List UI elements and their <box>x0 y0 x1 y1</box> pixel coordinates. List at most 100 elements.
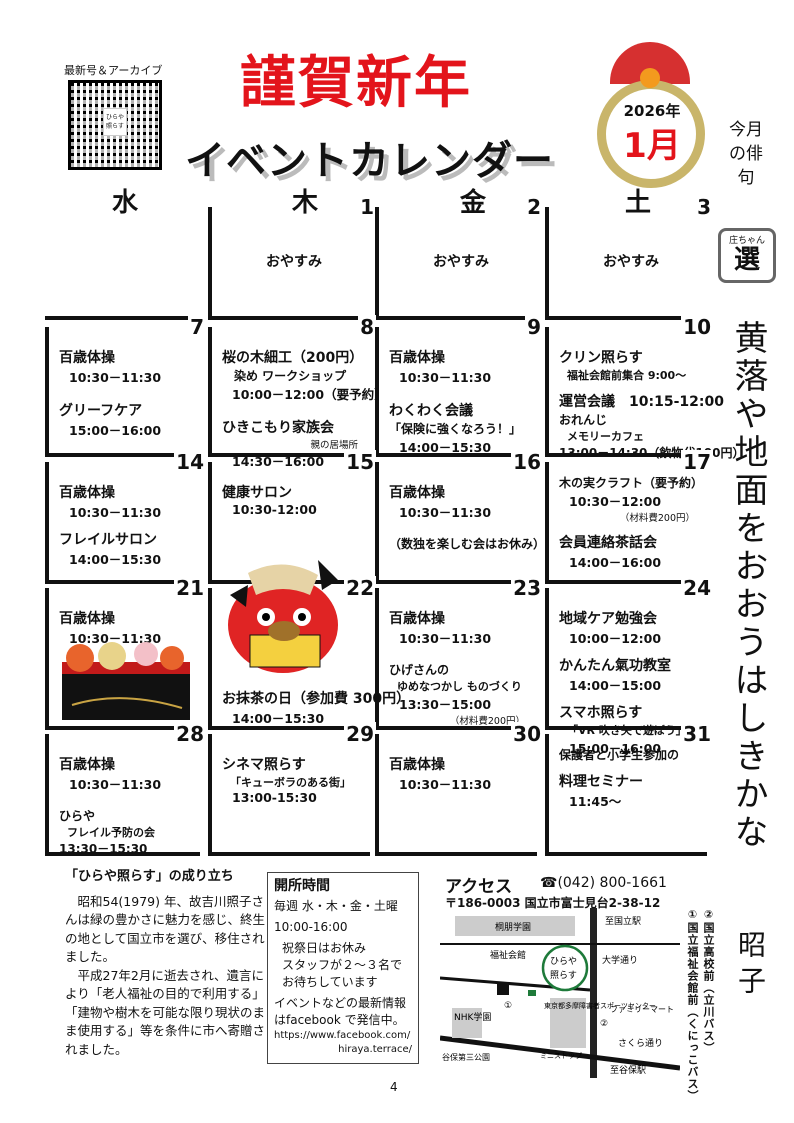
map-label: 至国立駅 <box>605 915 641 927</box>
new-year-title: 謹賀新年 <box>240 50 472 116</box>
event-line: おやすみ <box>433 254 489 270</box>
weekday-fri: 金 <box>460 188 487 218</box>
event-line: （数独を楽しむ会はお休み） <box>389 537 546 551</box>
event-line: 運営会議 10:15-12:00 <box>559 394 724 410</box>
event-line: 10:00－12:00 <box>569 631 662 646</box>
event-line: フレイルサロン <box>59 532 157 548</box>
weekday-thu: 木 <box>292 188 319 218</box>
day-number: 24 <box>681 576 713 600</box>
map-label: ミニストップ <box>540 1052 582 1060</box>
event-line: 10:30－11:30 <box>399 505 492 520</box>
event-line: 15:00－16:00 <box>569 741 662 756</box>
map-label: 大学通り <box>602 954 638 966</box>
event-line: 14:00－16:00 <box>569 555 662 570</box>
selector-label: 選 <box>733 245 760 275</box>
event-line: 健康サロン <box>222 485 292 501</box>
weekday-wed: 水 <box>112 188 139 218</box>
day-number: 21 <box>174 576 206 600</box>
map-label: 谷保第三公園 <box>442 1052 490 1062</box>
event-line: グリーフケア <box>59 403 143 419</box>
event-line: 11:45～ <box>569 794 622 809</box>
event-line: 「VR 吹き矢で遊ぼう」 <box>567 724 687 737</box>
bus-stop-2: ② <box>600 1019 608 1029</box>
event-line: 13:30－15:00 <box>399 697 492 712</box>
bus-stop-label: ②国立高校前（立川バス） <box>702 908 715 1054</box>
orange-icon <box>640 68 660 88</box>
osechi-box-illustration <box>62 642 190 720</box>
day-number: 9 <box>525 315 543 339</box>
event-line: 百歳体操 <box>389 350 445 366</box>
access-map: 桐朋学園 至国立駅 福祉会館 ひらや照らす 大学通り NHK学園 東京都多摩障害… <box>440 908 680 1078</box>
event-line: 13:30－15:30 <box>59 842 148 856</box>
day-number: 15 <box>344 450 376 474</box>
event-line: わくわく会議 <box>389 403 473 419</box>
event-line: 14:00－15:30 <box>232 711 325 726</box>
event-line: 料理セミナー <box>559 774 643 790</box>
event-line: 「キューボラのある街」 <box>230 776 351 789</box>
event-line: ひきこもり家族会 <box>222 420 334 436</box>
qr-logo: ひらや照らす <box>103 108 127 136</box>
opening-hours-box: 開所時間 毎週 水・木・金・土曜 10:00-16:00 祝祭日はお休み スタッ… <box>267 872 419 1064</box>
event-line: ひらや <box>59 809 96 823</box>
map-label: 福祉会館 <box>490 949 526 961</box>
calendar-day-cell: 7 百歳体操 10:30－11:30 グリーフケア 15:00－16:00 <box>45 315 206 457</box>
lion-dance-shishimai-illustration <box>228 560 338 673</box>
event-line: 14:30－16:00 <box>232 454 325 469</box>
day-number: 7 <box>188 315 206 339</box>
event-line: 10:30－11:30 <box>69 505 162 520</box>
map-label: ファミリーマート <box>610 1005 674 1014</box>
event-line: 10:30－11:30 <box>399 631 492 646</box>
calendar-title: イベントカレンダー <box>185 138 554 184</box>
event-line: 百歳体操 <box>389 485 445 501</box>
event-line: 百歳体操 <box>389 757 445 773</box>
facebook-link-cont[interactable]: hiraya.terrace/ <box>338 1044 412 1055</box>
day-number: 2 <box>525 195 543 219</box>
divider <box>45 316 195 320</box>
bus-stop-label: ①国立福祉会館前（くにっこバス） <box>686 908 699 1102</box>
facebook-link[interactable]: https://www.facebook.com/ <box>274 1030 411 1041</box>
calendar-day-cell: 14 百歳体操 10:30－11:30 フレイルサロン 14:00－15:30 <box>45 450 206 584</box>
event-line: 10:30－11:30 <box>399 370 492 385</box>
event-line: 15:00－16:00 <box>69 423 162 438</box>
event-line: お抹茶の日（参加費 300円） <box>222 691 411 707</box>
hours-note: スタッフが２～３名で <box>282 958 403 972</box>
event-line: 14:00－15:30 <box>69 552 162 567</box>
event-line: （材料費200円） <box>449 716 525 727</box>
event-line: 百歳体操 <box>59 350 115 366</box>
event-line: 13:00-15:30 <box>232 790 317 805</box>
event-line: 10:30－11:30 <box>399 777 492 792</box>
map-label: さくら通り <box>618 1038 663 1049</box>
event-line: スマホ照らす <box>559 705 643 721</box>
event-line: 親の居場所 <box>310 440 358 451</box>
event-line: 百歳体操 <box>389 611 445 627</box>
event-line: 10:30－11:30 <box>69 370 162 385</box>
year: 2026年 <box>623 102 681 120</box>
history-paragraph: 平成27年2月に逝去され、遺言により「老人福祉の目的で利用する」「建物や樹木を可… <box>65 967 266 1057</box>
event-line: 百歳体操 <box>59 485 115 501</box>
event-line: 福祉会館前集合 9:00～ <box>567 369 687 382</box>
day-number: 10 <box>681 315 713 339</box>
map-label: 東京都多摩障害者スポーツセンター <box>544 1001 656 1010</box>
day-number: 31 <box>681 722 713 746</box>
event-line: 地域ケア勉強会 <box>559 611 657 627</box>
day-number: 28 <box>174 722 206 746</box>
day-number: 14 <box>174 450 206 474</box>
day-number: 3 <box>695 195 713 219</box>
hours-note: お待ちしています <box>282 975 378 989</box>
day-number: 22 <box>344 576 376 600</box>
event-line: 「保険に強くなろう！」 <box>389 422 522 436</box>
selector-name: 庄ちゃん <box>728 236 765 246</box>
event-line: おれんじ <box>559 413 608 427</box>
map-label: ひらや <box>550 956 577 967</box>
event-line: 会員連絡茶話会 <box>559 535 657 551</box>
history-paragraph: 昭和54(1979) 年、故吉川照子さんは緑の豊かさに魅力を感じ、終生の地として… <box>65 893 266 965</box>
calendar-day-cell: 22 お抹茶の日（参加費 300円） 14:00－15:30 <box>208 576 411 730</box>
day-number: 23 <box>511 576 543 600</box>
map-label: 照らす <box>550 970 577 981</box>
day-number: 8 <box>358 315 376 339</box>
